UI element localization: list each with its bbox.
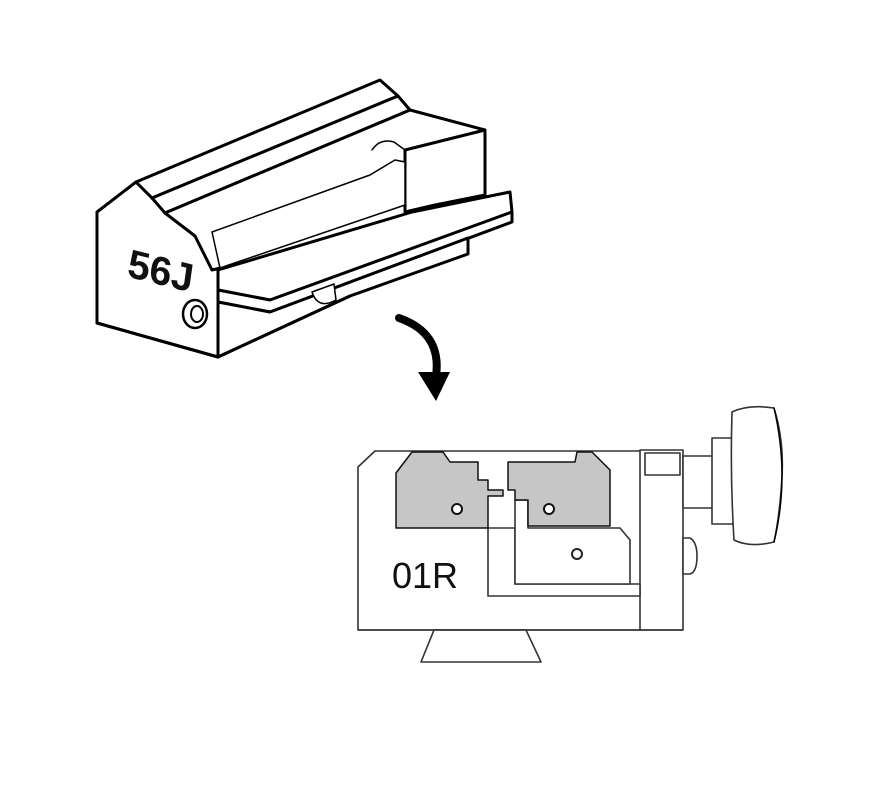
left-jaw-pin <box>451 503 463 515</box>
right-jaw-pin <box>543 503 555 515</box>
adapter-bottom-edge <box>95 294 352 359</box>
clamp-right-jaw <box>507 451 611 527</box>
adapter-screw-hole <box>181 298 209 330</box>
clamp-knob-shaft <box>682 455 715 509</box>
clamp-01r: 01R <box>357 405 784 663</box>
clamp-foot <box>420 629 542 663</box>
clamp-left-jaw <box>395 451 504 529</box>
clamp-side-screw <box>682 537 698 575</box>
slider-pin <box>571 548 583 560</box>
adapter-notch <box>371 140 406 151</box>
clamp-side-plate <box>644 452 681 476</box>
arrow-icon <box>395 314 450 401</box>
clamp-label: 01R <box>392 555 458 596</box>
clamp-knob-wheel <box>730 405 784 546</box>
adapter-56j: 56J <box>95 78 514 359</box>
clamp-knob-ridge <box>773 407 783 543</box>
adapter-underside-bump <box>311 283 337 305</box>
